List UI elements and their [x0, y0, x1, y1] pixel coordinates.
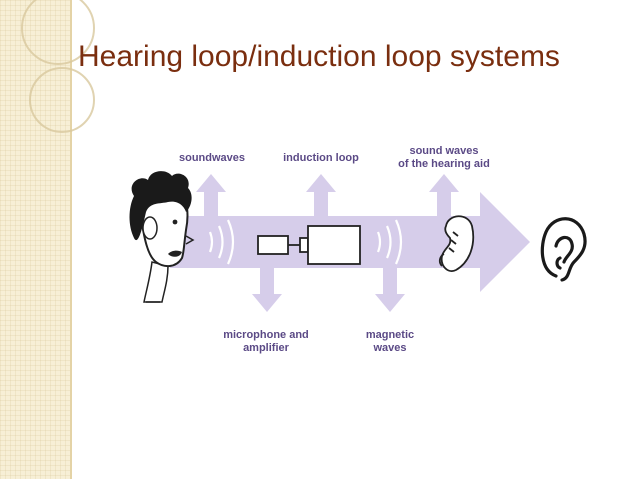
ear-icon: [540, 217, 587, 282]
label-magnetic-waves: magnetic waves: [365, 329, 415, 354]
decorative-circles: [21, 0, 95, 133]
down-arrow-microphone: [252, 268, 282, 312]
up-arrow-induction-loop: [306, 174, 336, 216]
magnetic-wave-lines-icon: [376, 219, 403, 265]
slide-title: Hearing loop/induction loop systems: [78, 40, 560, 73]
microphone-amplifier-icon: [257, 225, 361, 265]
person-speaking-icon: [129, 171, 195, 303]
label-microphone-amplifier: microphone and amplifier: [223, 329, 309, 354]
down-arrow-magnetic: [375, 268, 405, 312]
label-soundwaves: soundwaves: [178, 152, 246, 164]
up-arrow-hearing-aid: [429, 174, 459, 216]
up-arrow-soundwaves: [196, 174, 226, 216]
label-sound-waves-hearing-aid: sound waves of the hearing aid: [398, 145, 490, 170]
label-induction-loop: induction loop: [283, 152, 359, 164]
soundwave-lines-mouth-icon: [208, 219, 235, 265]
decorative-sidebar: [0, 0, 72, 479]
hearing-aid-icon: [438, 215, 475, 272]
